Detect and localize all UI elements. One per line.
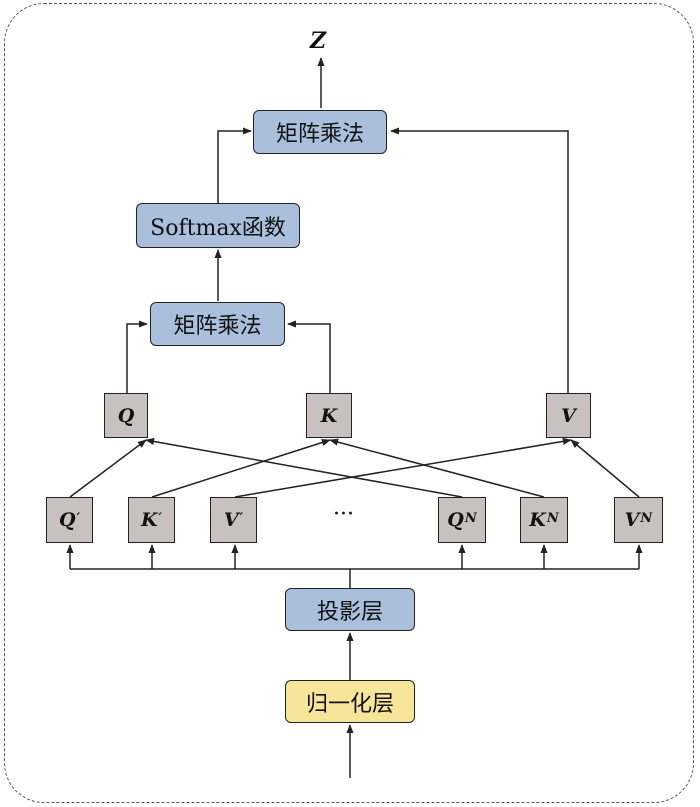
arrow-softmax-to-top-matmul	[217, 127, 252, 203]
arrow-v-to-top-matmul	[390, 127, 569, 393]
output-label: Z	[310, 28, 327, 54]
head-qn-sup: N	[464, 510, 477, 526]
head-q1-base: Q	[59, 509, 76, 531]
head-q1-sup: ′	[76, 510, 80, 526]
arrow-kn-to-k	[329, 438, 545, 498]
arrow-k1-to-k	[151, 439, 331, 498]
dashed-frame	[4, 3, 694, 803]
head-vn-sup: N	[640, 510, 653, 526]
arrow-v1-to-v	[234, 437, 572, 498]
head-kn-sup: N	[546, 510, 559, 526]
matmul-top-node: 矩阵乘法	[253, 110, 387, 154]
head-v1-base: V	[223, 509, 239, 531]
matmul-bottom-node: 矩阵乘法	[150, 302, 285, 346]
arrow-q1-to-q	[69, 439, 147, 498]
head-qn-base: Q	[447, 509, 464, 531]
arrow-qn-to-q	[145, 437, 463, 498]
head-vn-base: V	[624, 509, 640, 531]
head-kn-base: K	[529, 509, 546, 531]
head-k1-base: K	[141, 509, 158, 531]
normalization-layer-node: 归一化层	[285, 680, 415, 723]
projection-layer-node: 投影层	[285, 588, 415, 631]
head-v1-sup: ′	[239, 510, 244, 526]
head-k1-sup: ′	[158, 510, 162, 526]
v-node: V	[546, 393, 591, 438]
q-node: Q	[104, 393, 148, 438]
ellipsis: ···	[333, 502, 354, 527]
softmax-node: Softmax函数	[136, 203, 300, 248]
head-v1-node: V′	[210, 497, 257, 543]
head-q1-node: Q′	[46, 497, 93, 543]
arrow-k-to-matmul	[287, 320, 331, 393]
head-k1-node: K′	[128, 497, 175, 543]
arrow-q-to-matmul	[126, 320, 148, 393]
k-node: K	[306, 393, 352, 438]
arrow-vn-to-v	[570, 439, 640, 498]
